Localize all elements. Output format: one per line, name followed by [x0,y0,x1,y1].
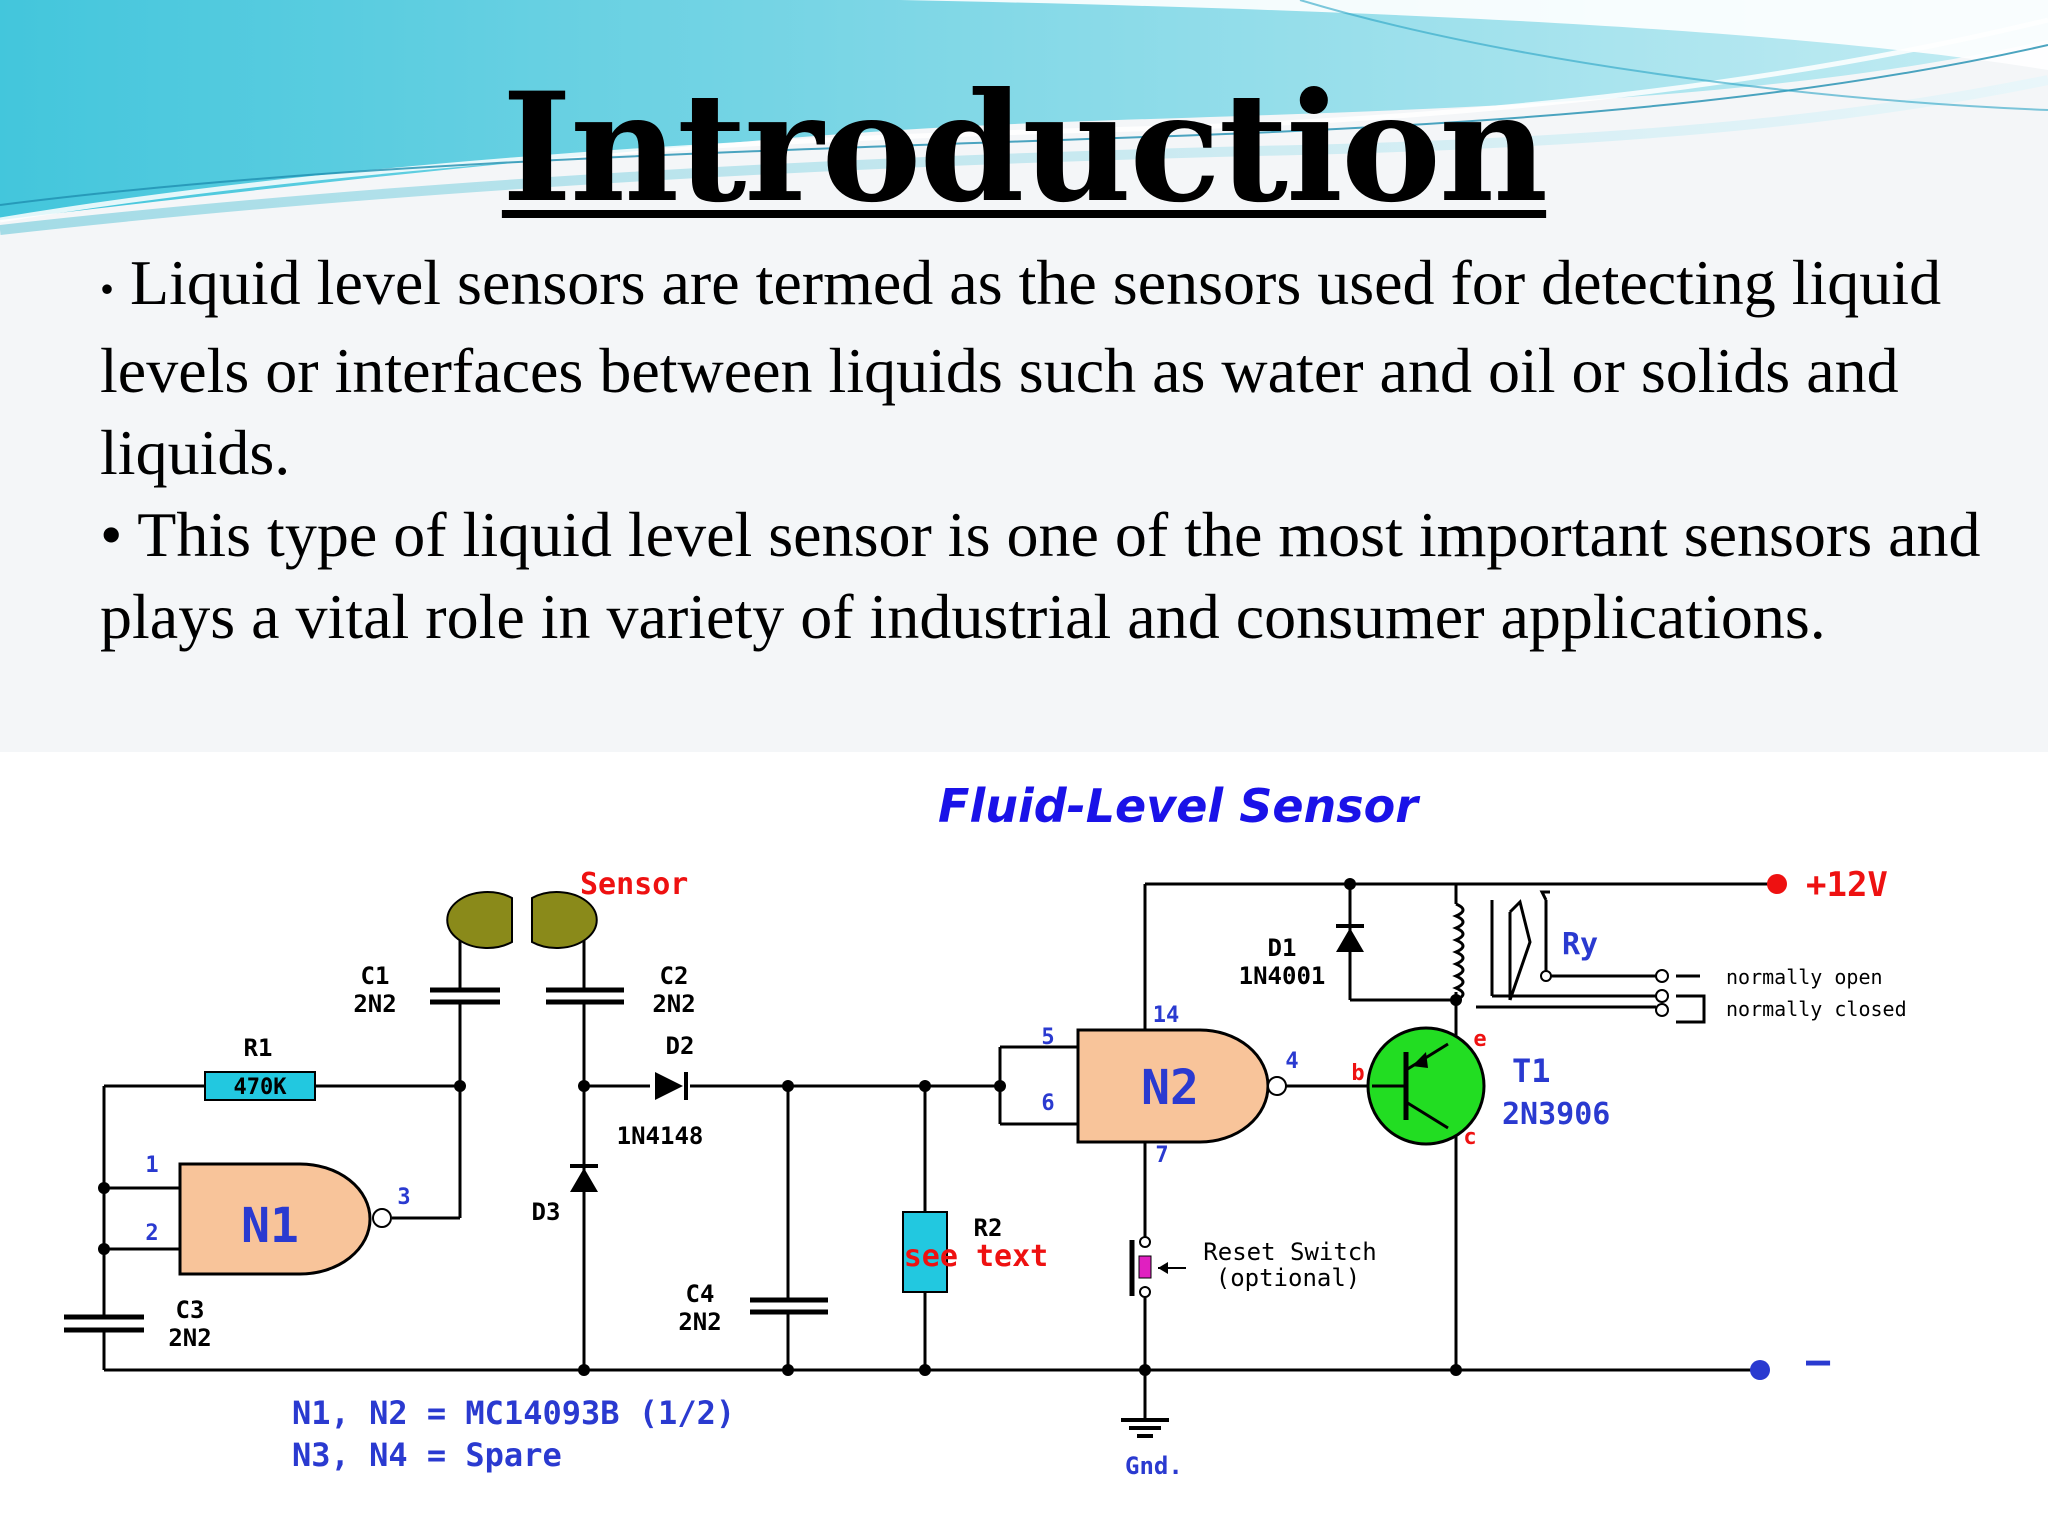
relay-name: Ry [1562,927,1598,962]
supply-terminal [1767,874,1787,894]
bullet-text: Liquid level sensors are termed as the s… [100,247,1942,489]
t1-transistor [1366,1026,1486,1146]
n1-label: N1 [241,1198,299,1254]
c1-name: C1 [361,962,390,990]
ic-note-1: N1, N2 = MC14093B (1/2) [292,1394,735,1432]
n2-pin-6: 6 [1041,1091,1054,1116]
r2-value: see text [904,1239,1049,1274]
n2-inverter-bubble [1267,1076,1287,1096]
n1-pin-2: 2 [145,1221,158,1246]
c2-value: 2N2 [652,990,695,1018]
d1-diode [1336,928,1364,952]
ic-note-2: N3, N4 = Spare [292,1436,562,1474]
nc-terminal-a [1655,989,1669,1003]
d1-name: D1 [1268,934,1297,962]
n1-inverter-bubble [372,1208,392,1228]
relay-switch-arm [1508,899,1532,1001]
d3-name: D3 [532,1198,561,1226]
c4-name: C4 [686,1280,715,1308]
supply-label: +12V [1806,865,1888,905]
bullet-item: • Liquid level sensors are termed as the… [100,242,2020,494]
t1-type: 2N3906 [1502,1097,1610,1132]
d2-name: D2 [666,1032,695,1060]
d2-diode [655,1072,683,1100]
n1-gate [178,1162,372,1276]
slide-background-waves [0,0,2048,760]
relay-coil [1452,902,1465,1002]
sensor-plate-right [531,891,598,949]
ground-label: Gnd. [1125,1452,1183,1480]
t1-pin-b: b [1351,1061,1364,1086]
nc-bracket [1676,994,1706,1024]
r2-resistor [902,1211,948,1293]
normally-open-label: normally open [1726,965,1883,989]
r2-name: R2 [974,1214,1003,1242]
c4-value: 2N2 [678,1308,721,1336]
r1-resistor [204,1071,316,1101]
bullet-list: • Liquid level sensors are termed as the… [100,242,2020,658]
reset-switch-optional: (optional) [1216,1264,1361,1292]
reset-switch-button [1138,1255,1152,1279]
bullet-dot: • [100,266,115,312]
r1-name: R1 [244,1034,273,1062]
c3-name: C3 [176,1296,205,1324]
circuit-diagram: Fluid-Level Sensor Sensor +12V — Gnd. C1… [0,752,2048,1536]
n2-pin-4: 4 [1285,1049,1298,1074]
minus-label: — [1806,1338,1831,1384]
t1-pin-e: e [1473,1027,1486,1052]
c3-value: 2N2 [168,1324,211,1352]
bullet-text: This type of liquid level sensor is one … [100,499,1981,653]
nc-terminal-b [1655,1003,1669,1017]
c2-name: C2 [660,962,689,990]
n2-label: N2 [1141,1060,1199,1116]
bullet-item: • This type of liquid level sensor is on… [100,499,1981,653]
negative-terminal [1750,1360,1770,1380]
circuit-schematic: Fluid-Level Sensor Sensor +12V — Gnd. C1… [64,779,1907,1480]
normally-closed-label: normally closed [1726,997,1907,1021]
n1-pin-1: 1 [145,1153,158,1178]
n1-pin-3: 3 [397,1185,410,1210]
n2-pin-5: 5 [1041,1025,1054,1050]
t1-name: T1 [1512,1052,1551,1090]
d2-value: 1N4148 [617,1122,704,1150]
diagram-title: Fluid-Level Sensor [938,779,1421,833]
n2-pin-7: 7 [1155,1143,1168,1168]
r1-value: 470K [234,1075,288,1100]
reset-switch-label: Reset Switch [1203,1238,1376,1266]
no-terminal [1655,969,1669,983]
d3-diode [570,1168,598,1192]
sensor-label: Sensor [580,867,688,902]
t1-pin-c: c [1463,1125,1476,1150]
sensor-plate-left [446,891,513,949]
n2-pin-14: 14 [1153,1003,1180,1028]
c1-value: 2N2 [353,990,396,1018]
d1-value: 1N4001 [1239,962,1326,990]
slide-title: Introduction [501,60,1548,236]
